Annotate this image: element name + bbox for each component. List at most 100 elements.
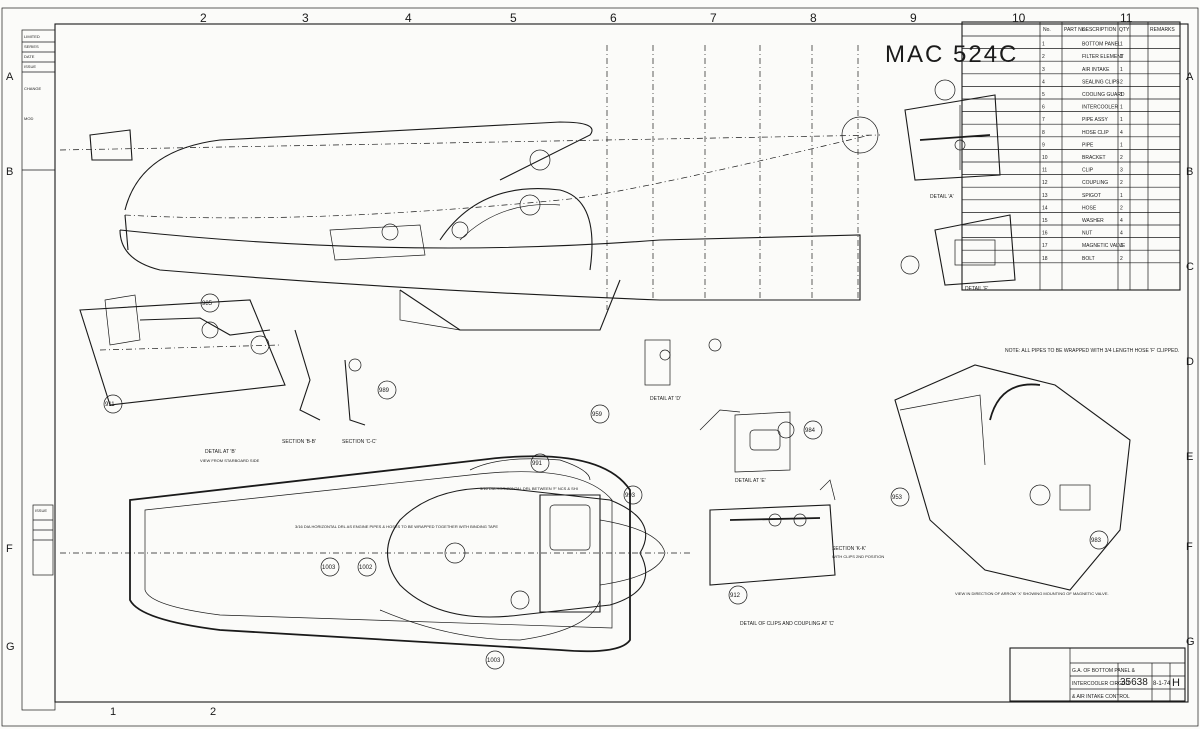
- parts-row-cell: 1: [1120, 193, 1123, 199]
- parts-row-cell: 17: [1042, 243, 1048, 249]
- svg-text:993: 993: [625, 493, 636, 499]
- label-detail-d: DETAIL AT 'D': [650, 396, 681, 402]
- parts-row-cell: MAGNETIC VALVE: [1082, 243, 1126, 249]
- grid-right-f: F: [1186, 541, 1193, 553]
- detail-a-drawing: [904, 79, 1001, 181]
- label-section-bb: SECTION 'B-B': [282, 439, 316, 445]
- grid-top-numbers: 2 3 4 5 6 7 8 9 10 11 1 2: [110, 11, 1133, 718]
- svg-text:991: 991: [532, 461, 543, 467]
- label-detail-b: DETAIL AT 'B': [205, 449, 236, 455]
- title-line-3: & AIR INTAKE CONTROL: [1072, 694, 1130, 700]
- detail-f-drawing: [900, 214, 1016, 286]
- grid-right-letters: A B C D E F G A B F G: [6, 71, 1195, 653]
- parts-row-cell: 1: [1120, 54, 1123, 60]
- label-section-kk-note: WITH CLIPS 2ND POSITION: [832, 554, 884, 559]
- title-block: G.A. OF BOTTOM PANEL & INTERCOOLER CIRCU…: [1009, 647, 1186, 702]
- parts-row-cell: 1: [1120, 67, 1123, 73]
- parts-row-cell: 13: [1042, 193, 1048, 199]
- grid-bottom-1: 1: [110, 706, 116, 718]
- grid-right-b: B: [1186, 166, 1193, 178]
- detail-d-drawing: [644, 338, 722, 386]
- parts-row-cell: SPIGOT: [1082, 193, 1101, 199]
- grid-left-f: F: [6, 543, 13, 555]
- parts-row-cell: 4: [1120, 231, 1123, 237]
- balloon: 953: [890, 487, 910, 507]
- svg-text:953: 953: [892, 495, 903, 501]
- grid-top-3: 3: [302, 11, 309, 25]
- label-detail-a: DETAIL 'A': [930, 194, 954, 200]
- parts-row-cell: WASHER: [1082, 218, 1104, 224]
- strip-text-1: SERIES: [24, 44, 39, 49]
- grid-right-d: D: [1186, 356, 1194, 368]
- parts-row-cell: 2: [1120, 256, 1123, 262]
- balloon: 1002: [357, 557, 377, 577]
- balloon: 984: [803, 420, 823, 440]
- label-pipe-note: 3/16 DIA HORIZONTAL DRL BETWEEN 'F' NCS …: [480, 486, 578, 491]
- drawing-number: 35638: [1120, 677, 1148, 688]
- balloon: 911: [103, 394, 123, 414]
- parts-row-cell: 1: [1042, 42, 1045, 48]
- parts-row-cell: AIR INTAKE: [1082, 67, 1110, 73]
- parts-row-cell: 3: [1120, 168, 1123, 174]
- parts-row-cell: BOTTOM PANEL: [1082, 42, 1121, 48]
- balloon: 959: [590, 404, 610, 424]
- parts-row-cell: 16: [1042, 231, 1048, 237]
- parts-head-desc: DESCRIPTION: [1082, 27, 1117, 33]
- section-drawings: [294, 329, 366, 426]
- parts-row-cell: 1: [1120, 92, 1123, 98]
- grid-left-a: A: [6, 71, 14, 83]
- grid-top-10: 10: [1012, 11, 1026, 25]
- detail-clips-drawing: [709, 479, 836, 586]
- parts-row-cell: 18: [1042, 256, 1048, 262]
- parts-row-cell: 11: [1042, 168, 1047, 174]
- grid-top-11: 11: [1120, 11, 1133, 25]
- svg-text:911: 911: [105, 402, 115, 408]
- parts-head-remarks: REMARKS: [1150, 27, 1175, 33]
- svg-text:912: 912: [730, 593, 741, 599]
- grid-top-8: 8: [810, 11, 817, 25]
- parts-head-no: No.: [1043, 27, 1051, 33]
- svg-text:1002: 1002: [359, 565, 373, 571]
- parts-row-cell: 1: [1120, 105, 1123, 111]
- grid-right-a: A: [1186, 71, 1194, 83]
- label-horiz-note: 3/16 DIA HORIZONTAL DRL AS ENGINE PIPES …: [295, 524, 498, 529]
- grid-top-7: 7: [710, 11, 717, 25]
- parts-row-cell: NUT: [1082, 231, 1092, 237]
- parts-row-cell: 8: [1042, 130, 1045, 136]
- parts-row-cell: HOSE: [1082, 205, 1097, 211]
- balloon: 991: [530, 453, 550, 473]
- strip-text-3: ISSUE: [24, 64, 36, 69]
- label-view-from: VIEW FROM STARBOARD SIDE: [200, 458, 260, 463]
- parts-list-table: No. PART No. DESCRIPTION QTY REMARKS: [961, 21, 1181, 291]
- parts-row-cell: COOLING GUARD: [1082, 92, 1125, 98]
- balloon: 985: [200, 293, 220, 313]
- parts-row-cell: PIPE: [1082, 142, 1094, 148]
- label-detail-f: DETAIL 'F': [965, 286, 988, 292]
- parts-row-cell: 6: [1042, 105, 1045, 111]
- detail-b-drawing: [79, 294, 286, 406]
- parts-row-cell: 1: [1120, 42, 1123, 48]
- grid-right-e: E: [1186, 451, 1193, 463]
- part-balloons: 985 911 989 959 953 983 1003 1002 993 99…: [103, 293, 1109, 670]
- parts-row-cell: 5: [1042, 92, 1045, 98]
- parts-row-cell: 15: [1042, 218, 1048, 224]
- parts-row-cell: 4: [1120, 130, 1123, 136]
- svg-text:985: 985: [202, 301, 213, 307]
- parts-row-cell: 3: [1042, 67, 1045, 73]
- parts-row-cell: CLIP: [1082, 168, 1094, 174]
- view-arrow-drawing: [894, 364, 1131, 591]
- balloon: 993: [623, 485, 643, 505]
- bottom-plan-view: [60, 455, 690, 653]
- strip-text-4: CHANGE: [24, 86, 41, 91]
- parts-row-cell: INTERCOOLER: [1082, 105, 1119, 111]
- balloon: 989: [377, 380, 397, 400]
- parts-row-cell: BRACKET: [1082, 155, 1106, 161]
- drawing-stamp: MAC 524C: [885, 41, 1018, 68]
- parts-row-cell: 2: [1120, 180, 1123, 186]
- title-line-1: G.A. OF BOTTOM PANEL &: [1072, 668, 1136, 674]
- grid-top-4: 4: [405, 11, 412, 25]
- parts-row-cell: 4: [1120, 218, 1123, 224]
- grid-left-b: B: [6, 166, 13, 178]
- label-note: NOTE: ALL PIPES TO BE WRAPPED WITH 3/4 L…: [1005, 348, 1179, 354]
